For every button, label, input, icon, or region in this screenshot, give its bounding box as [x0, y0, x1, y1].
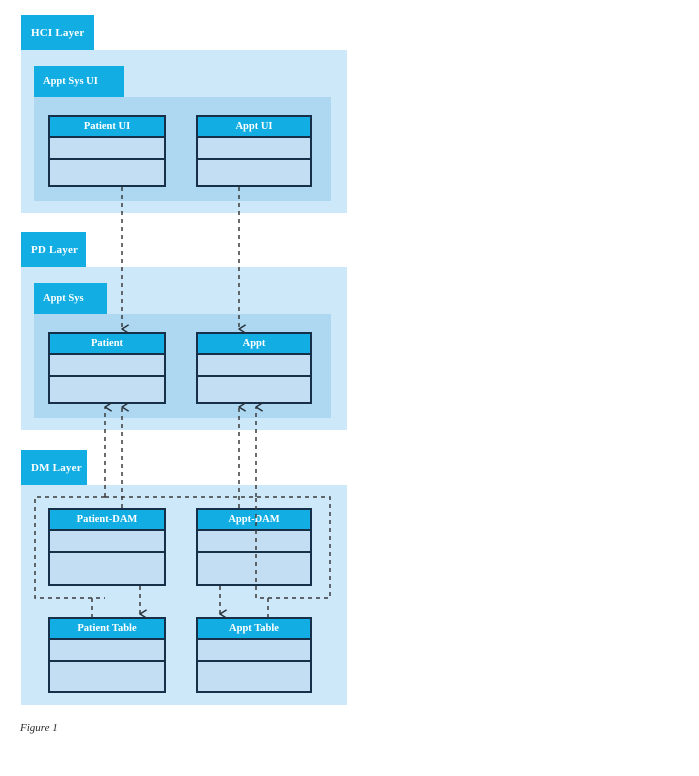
class-patient-attributes	[50, 355, 164, 377]
dm-layer-tab[interactable]: DM Layer	[21, 450, 87, 485]
class-appt-dam-name: Appt-DAM	[198, 510, 310, 531]
class-patient-table[interactable]: Patient Table	[48, 617, 166, 693]
class-patient-name: Patient	[50, 334, 164, 355]
class-patient-ui-operations	[50, 160, 164, 185]
class-patient-operations	[50, 377, 164, 402]
class-appt-dam-attributes	[198, 531, 310, 553]
class-patient-table-name: Patient Table	[50, 619, 164, 640]
class-appt-dam[interactable]: Appt-DAM	[196, 508, 312, 586]
pd-subsystem-tab[interactable]: Appt Sys	[34, 283, 107, 314]
hci-subsystem-tab-label: Appt Sys UI	[43, 76, 98, 87]
pd-layer-tab-label: PD Layer	[31, 243, 79, 256]
figure-caption: Figure 1	[20, 722, 58, 734]
class-patient[interactable]: Patient	[48, 332, 166, 404]
class-appt-table-operations	[198, 662, 310, 691]
class-patient-table-attributes	[50, 640, 164, 662]
class-patient-dam-operations	[50, 553, 164, 584]
class-appt-table-attributes	[198, 640, 310, 662]
class-appt-ui-attributes	[198, 138, 310, 160]
class-appt-table-name: Appt Table	[198, 619, 310, 640]
class-appt-attributes	[198, 355, 310, 377]
class-patient-ui-name: Patient UI	[50, 117, 164, 138]
class-appt-ui[interactable]: Appt UI	[196, 115, 312, 187]
hci-layer-tab-label: HCI Layer	[31, 26, 85, 39]
class-patient-dam[interactable]: Patient-DAM	[48, 508, 166, 586]
pd-layer-tab[interactable]: PD Layer	[21, 232, 86, 267]
class-patient-ui[interactable]: Patient UI	[48, 115, 166, 187]
class-appt-dam-operations	[198, 553, 310, 584]
dm-layer-tab-label: DM Layer	[31, 461, 82, 474]
hci-layer-tab[interactable]: HCI Layer	[21, 15, 94, 50]
class-appt-table[interactable]: Appt Table	[196, 617, 312, 693]
hci-subsystem-tab[interactable]: Appt Sys UI	[34, 66, 124, 97]
class-appt-ui-operations	[198, 160, 310, 185]
class-appt-operations	[198, 377, 310, 402]
class-patient-dam-attributes	[50, 531, 164, 553]
pd-subsystem-tab-label: Appt Sys	[43, 293, 84, 304]
class-patient-table-operations	[50, 662, 164, 691]
class-appt-name: Appt	[198, 334, 310, 355]
class-appt-ui-name: Appt UI	[198, 117, 310, 138]
class-appt[interactable]: Appt	[196, 332, 312, 404]
class-patient-dam-name: Patient-DAM	[50, 510, 164, 531]
class-patient-ui-attributes	[50, 138, 164, 160]
